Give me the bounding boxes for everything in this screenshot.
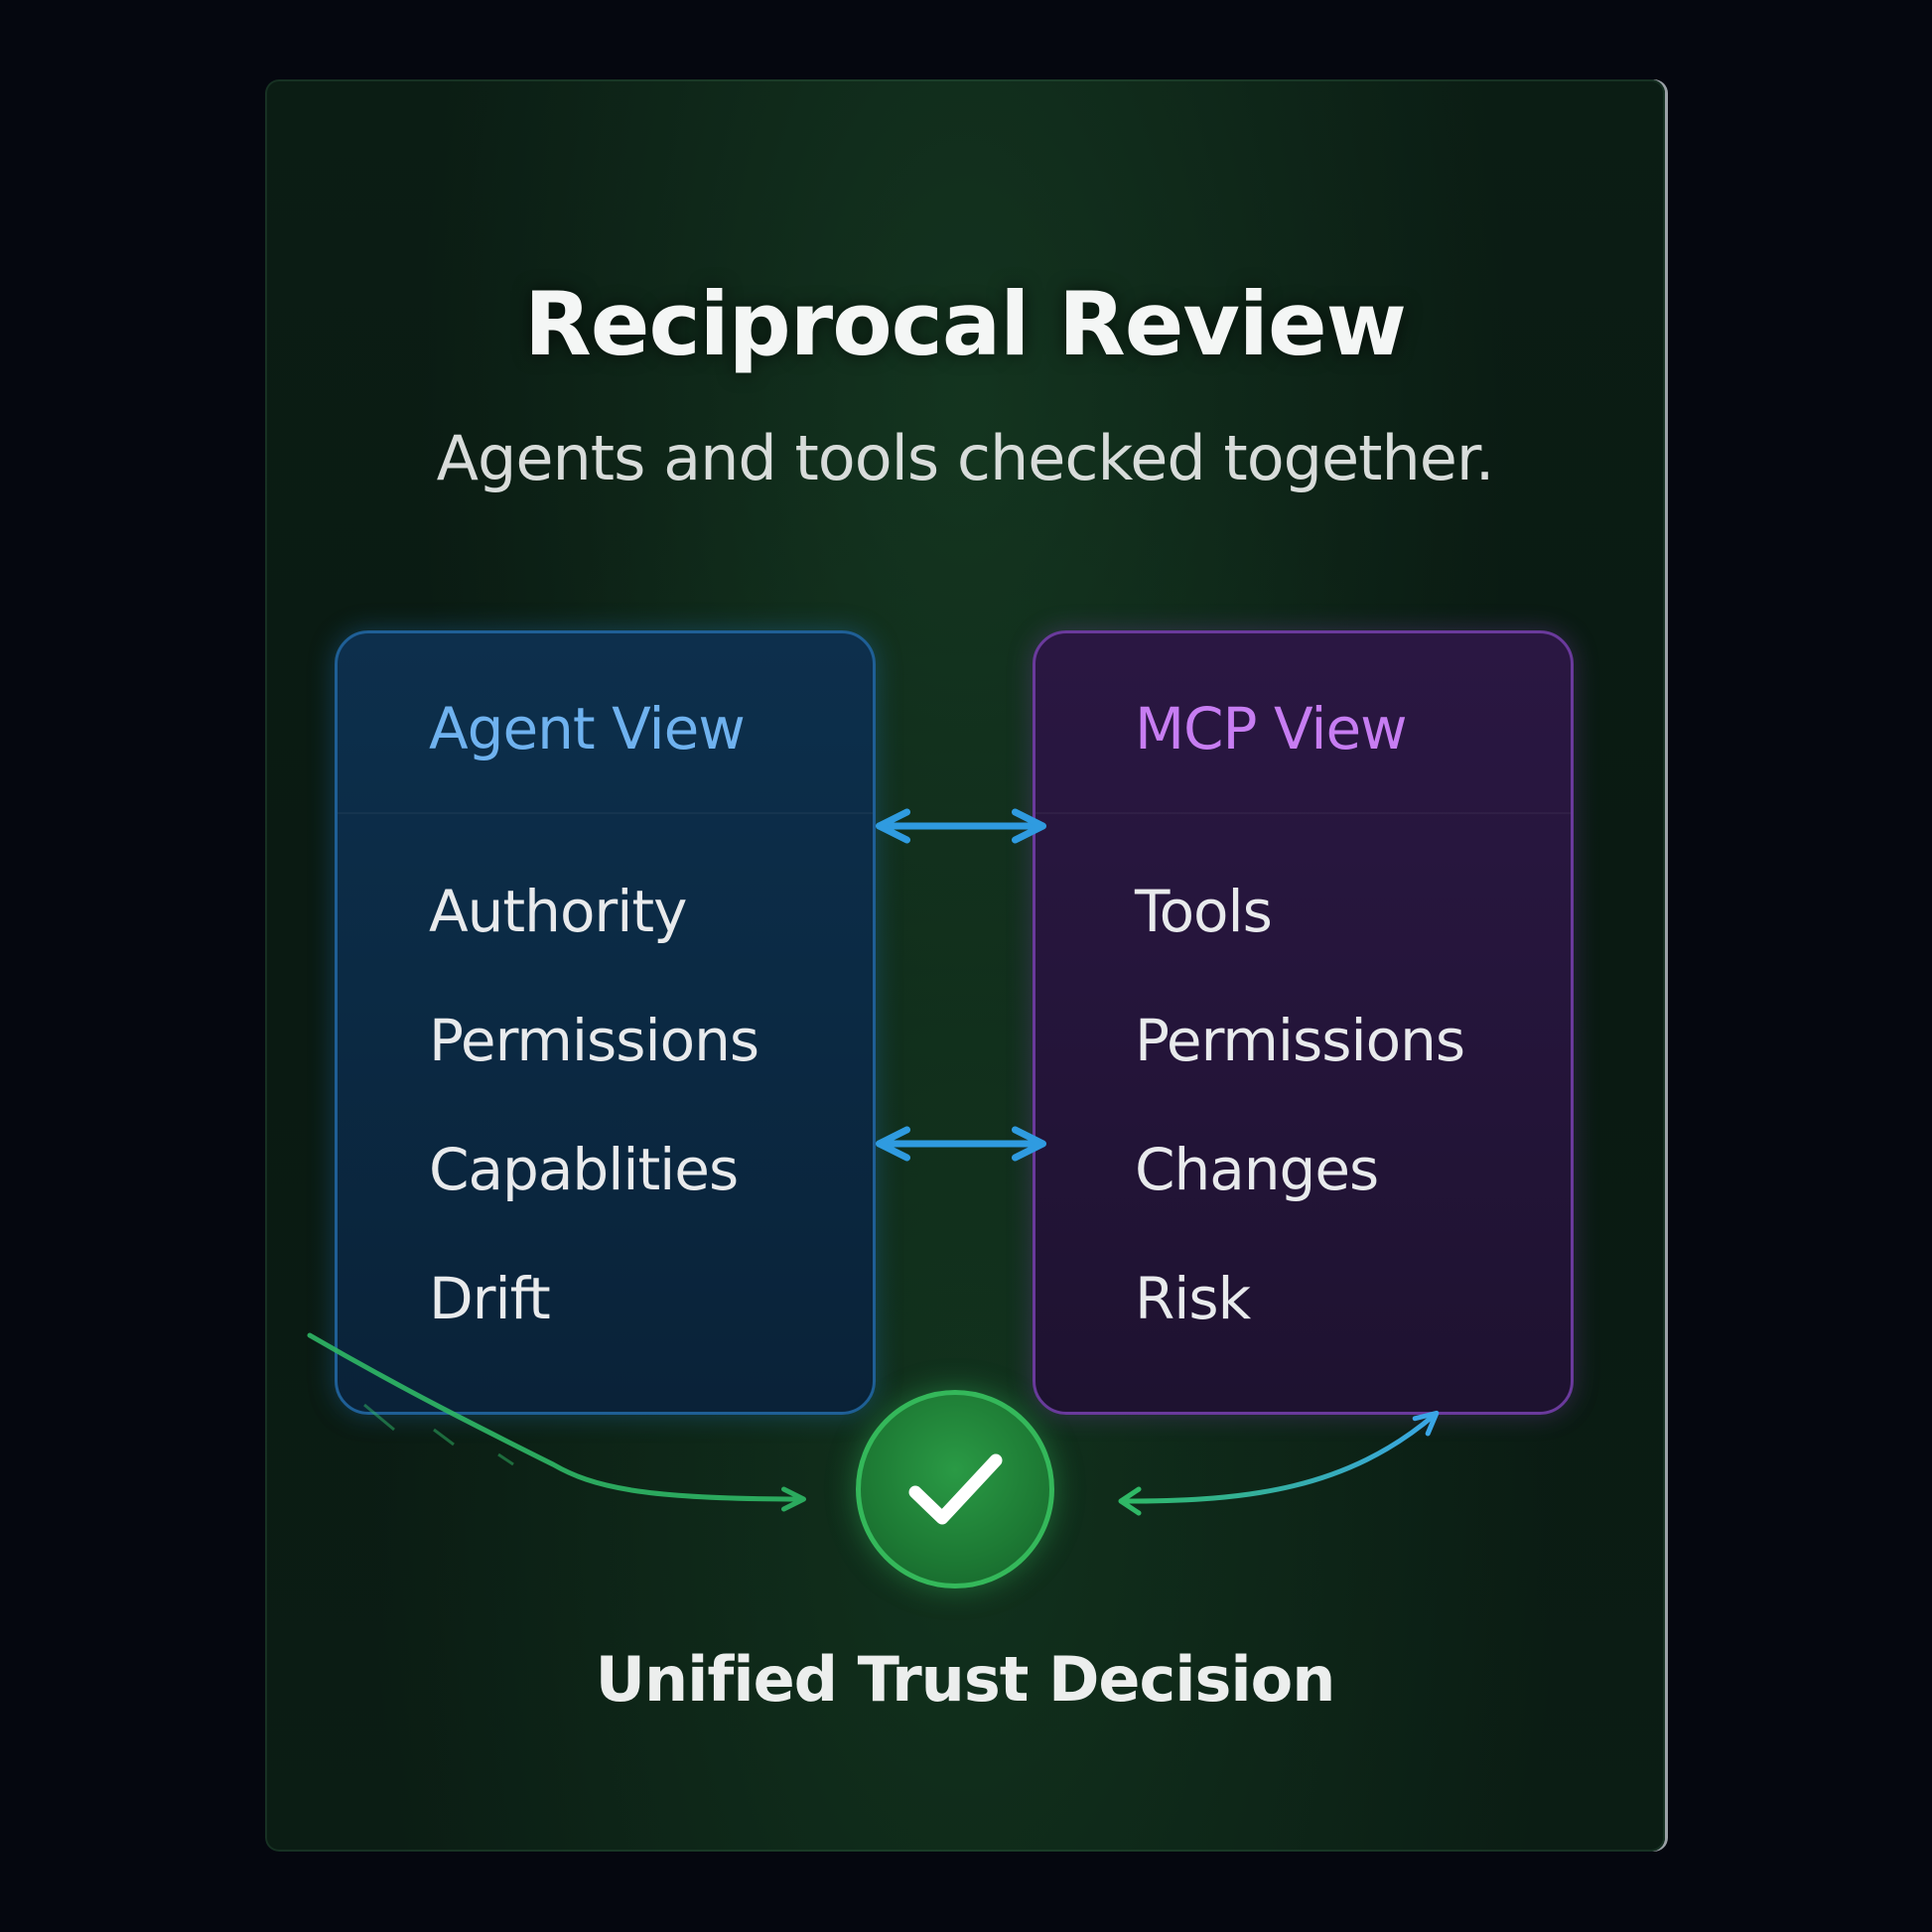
checkmark-icon [908,1453,1003,1525]
mcp-view-panel: MCP View Tools Permissions Changes Risk [1033,630,1574,1415]
page-subtitle: Agents and tools checked together. [436,422,1495,494]
curved-arrow-decision-to-right-icon [1118,1410,1440,1516]
agent-item-permissions: Permissions [429,1007,759,1074]
mcp-view-header: MCP View [1035,633,1571,814]
agent-item-capabilities: Capablities [429,1136,739,1203]
mcp-item-permissions: Permissions [1135,1007,1465,1074]
diagram-card: Reciprocal Review Agents and tools check… [265,79,1665,1852]
agent-item-drift: Drift [429,1265,551,1332]
agent-view-list: Authority Permissions Capablities Drift [429,862,759,1378]
decision-label: Unified Trust Decision [595,1643,1336,1716]
agent-view-panel: Agent View Authority Permissions Capabli… [335,630,876,1415]
agent-view-header: Agent View [338,633,873,814]
mcp-item-changes: Changes [1135,1136,1379,1203]
mcp-item-risk: Risk [1135,1265,1251,1332]
mcp-view-list: Tools Permissions Changes Risk [1135,862,1465,1378]
mcp-view-title: MCP View [1135,695,1408,762]
agent-view-title: Agent View [429,695,746,762]
connector-overlay [307,808,1440,1516]
page-title: Reciprocal Review [524,273,1407,375]
curved-arrow-left-to-decision-icon [307,1332,806,1512]
agent-item-authority: Authority [429,878,687,945]
trust-decision-badge [856,1390,1054,1588]
mcp-item-tools: Tools [1135,878,1273,945]
